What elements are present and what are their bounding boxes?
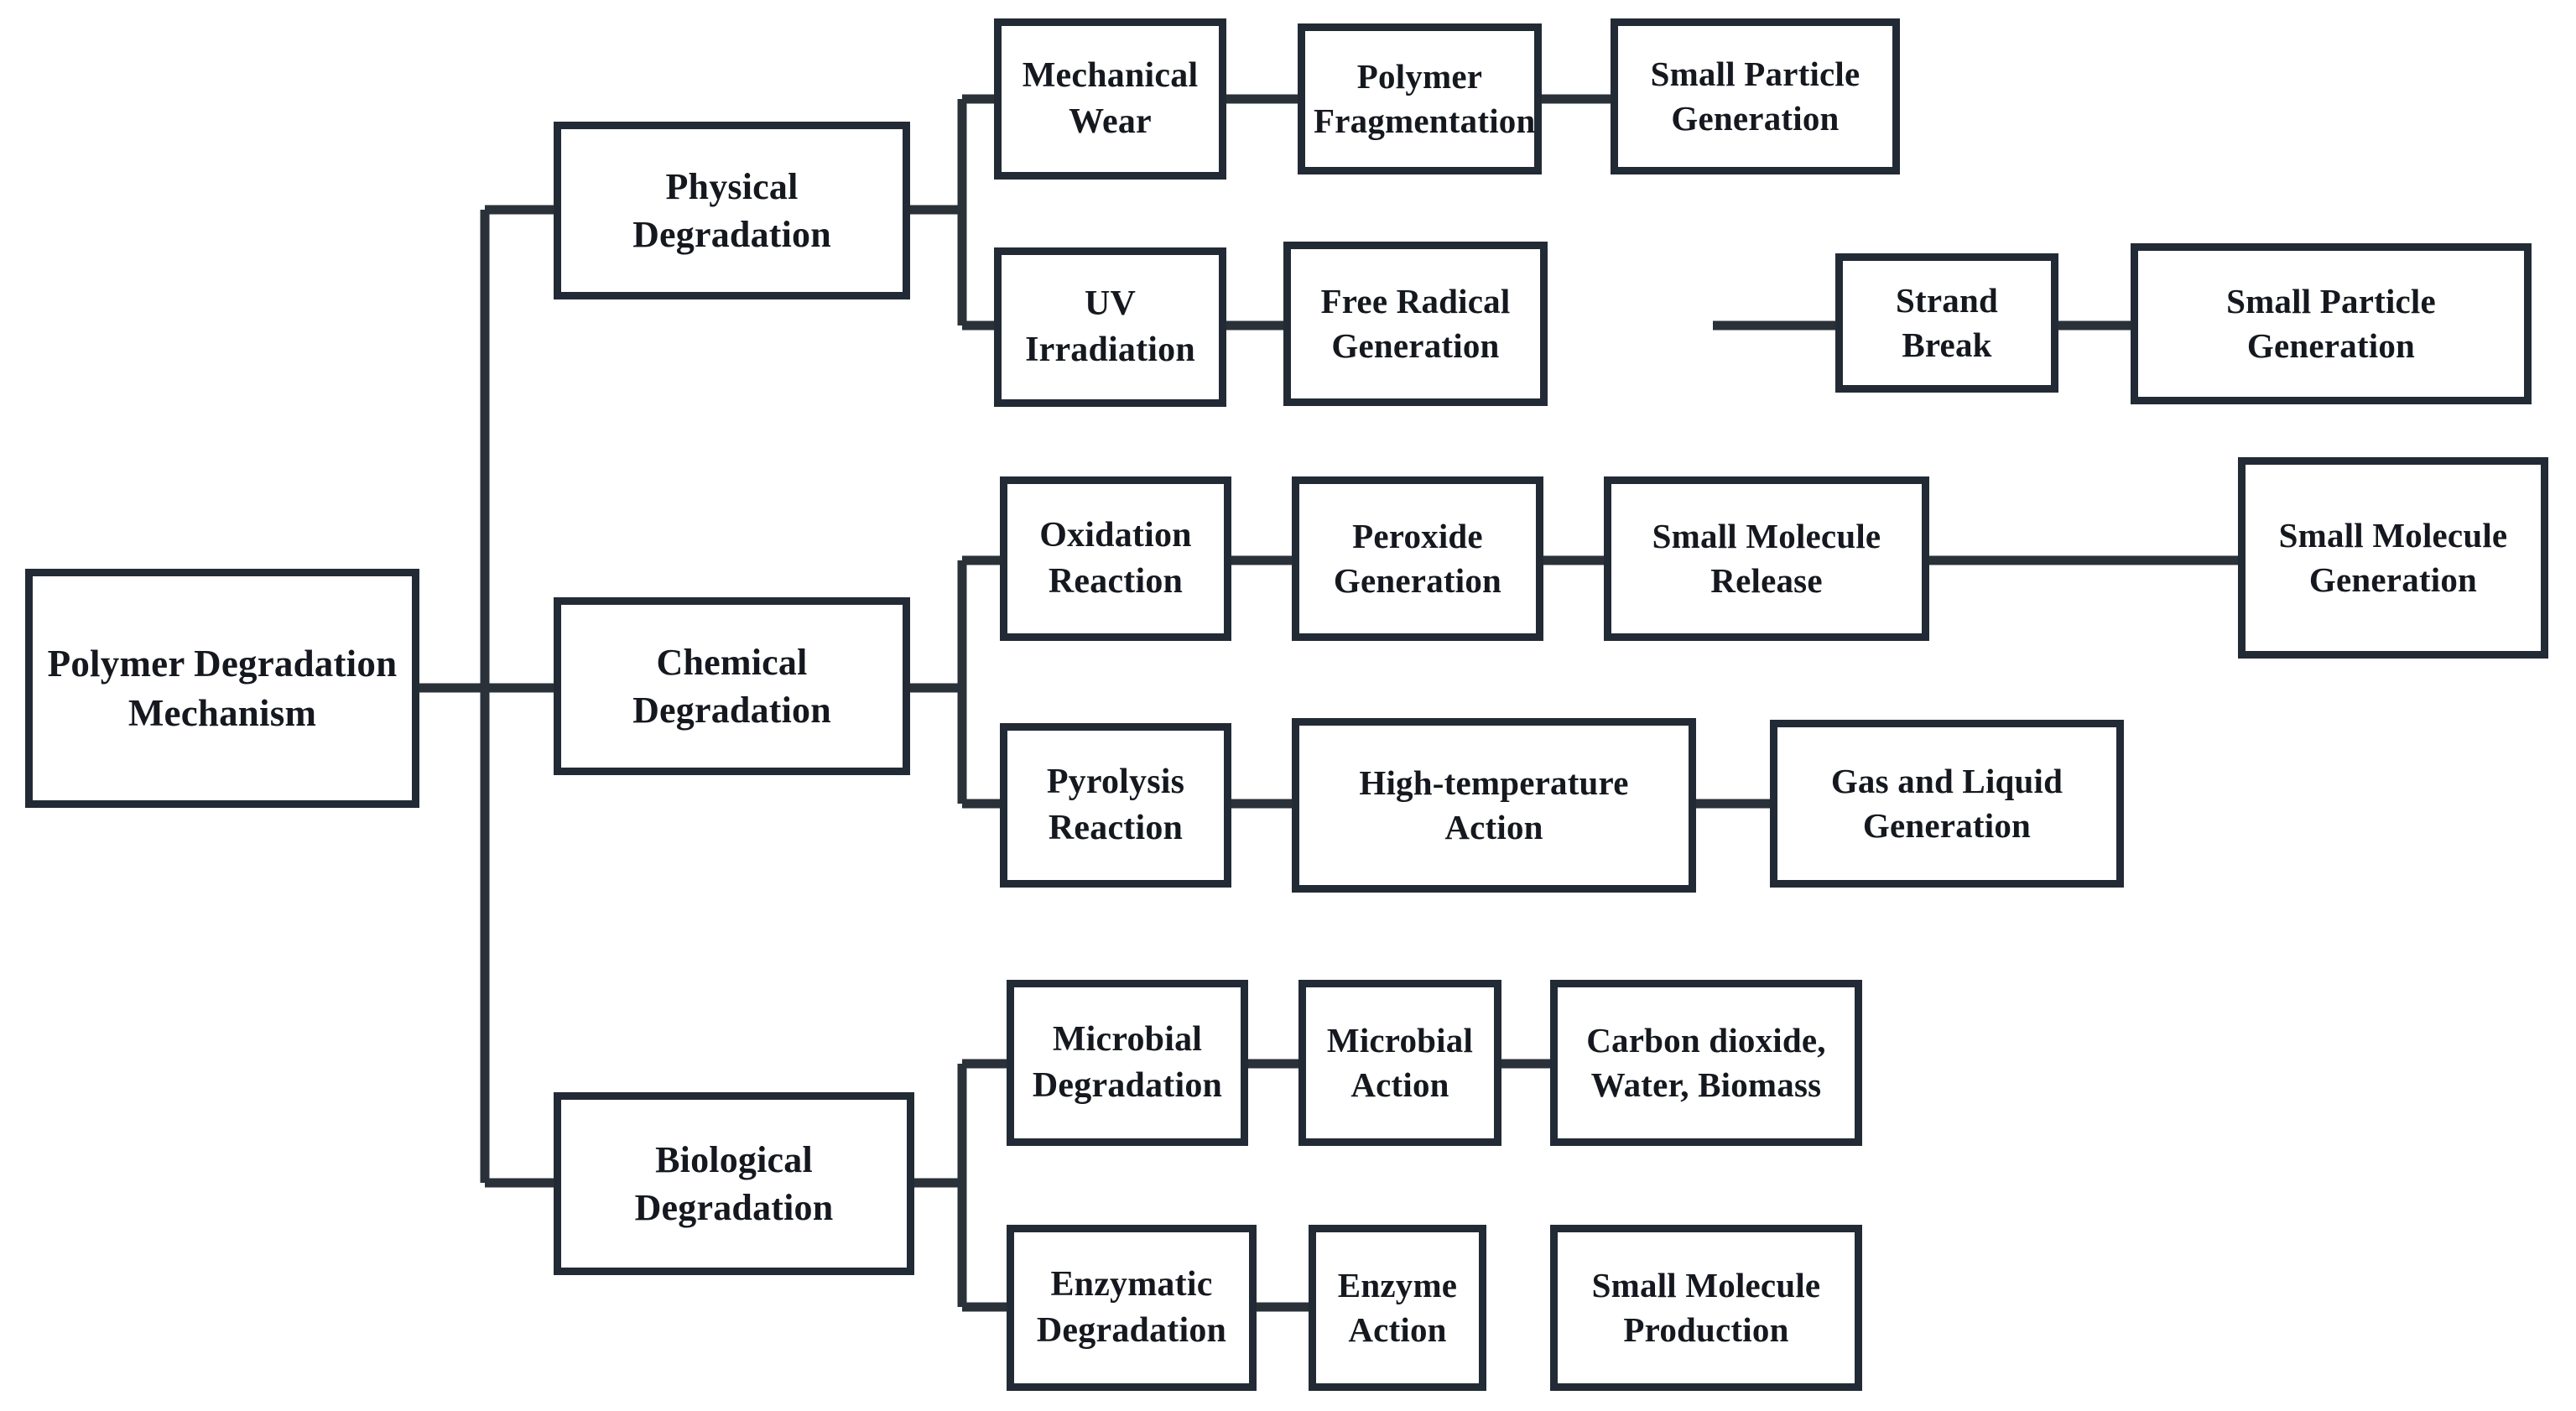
node-small-molecule-release-label: Small Molecule Release [1652, 516, 1881, 600]
node-small-particle-generation-1[interactable]: Small Particle Generation [1611, 18, 1900, 174]
node-uv-irradiation[interactable]: UV Irradiation [994, 247, 1226, 407]
node-oxidation-reaction-label: Oxidation Reaction [1039, 516, 1192, 601]
node-high-temperature-action[interactable]: High-temperature Action [1292, 718, 1696, 893]
node-small-molecule-release[interactable]: Small Molecule Release [1604, 476, 1929, 641]
node-peroxide-generation-label: Peroxide Generation [1333, 516, 1502, 600]
node-enzymatic-degradation[interactable]: Enzymatic Degradation [1007, 1225, 1257, 1391]
node-microbial-action-label: Microbial Action [1326, 1020, 1474, 1104]
node-peroxide-generation[interactable]: Peroxide Generation [1292, 476, 1543, 641]
node-microbial-degradation-label: Microbial Degradation [1032, 1020, 1223, 1105]
node-root[interactable]: Polymer Degradation Mechanism [25, 569, 419, 808]
node-chemical-degradation-label: Chemical Degradation [632, 641, 831, 731]
node-microbial-action[interactable]: Microbial Action [1298, 980, 1501, 1146]
node-small-molecule-generation[interactable]: Small Molecule Generation [2238, 457, 2548, 659]
node-uv-irradiation-label: UV Irradiation [1025, 284, 1195, 369]
node-free-radical-generation[interactable]: Free Radical Generation [1283, 242, 1548, 406]
node-enzyme-action[interactable]: Enzyme Action [1309, 1225, 1486, 1391]
node-enzyme-action-label: Enzyme Action [1337, 1265, 1458, 1349]
node-high-temperature-action-label: High-temperature Action [1359, 763, 1629, 846]
node-small-particle-generation-2-label: Small Particle Generation [2226, 281, 2436, 365]
node-polymer-fragmentation-label: Polymer Fragmentation [1314, 56, 1536, 140]
node-carbon-dioxide-water-biomass[interactable]: Carbon dioxide, Water, Biomass [1550, 980, 1862, 1146]
node-enzymatic-degradation-label: Enzymatic Degradation [1036, 1265, 1227, 1350]
node-microbial-degradation[interactable]: Microbial Degradation [1007, 980, 1248, 1146]
node-small-molecule-production-label: Small Molecule Production [1591, 1265, 1821, 1349]
node-gas-and-liquid-generation[interactable]: Gas and Liquid Generation [1770, 720, 2124, 888]
node-biological-degradation[interactable]: Biological Degradation [554, 1092, 914, 1275]
node-physical-degradation-label: Physical Degradation [632, 165, 831, 255]
node-mechanical-wear-label: Mechanical Wear [1022, 56, 1199, 141]
node-polymer-fragmentation[interactable]: Polymer Fragmentation [1298, 23, 1542, 174]
node-small-molecule-production[interactable]: Small Molecule Production [1550, 1225, 1862, 1391]
node-strand-break[interactable]: Strand Break [1835, 253, 2058, 393]
node-chemical-degradation[interactable]: Chemical Degradation [554, 597, 910, 775]
node-gas-and-liquid-generation-label: Gas and Liquid Generation [1830, 761, 2063, 845]
node-pyrolysis-reaction[interactable]: Pyrolysis Reaction [1000, 723, 1231, 888]
node-mechanical-wear[interactable]: Mechanical Wear [994, 18, 1226, 180]
node-carbon-dioxide-water-biomass-label: Carbon dioxide, Water, Biomass [1586, 1020, 1826, 1104]
node-small-molecule-generation-label: Small Molecule Generation [2278, 515, 2508, 599]
node-pyrolysis-reaction-label: Pyrolysis Reaction [1046, 763, 1185, 847]
node-physical-degradation[interactable]: Physical Degradation [554, 122, 910, 299]
node-small-particle-generation-1-label: Small Particle Generation [1650, 54, 1860, 138]
node-oxidation-reaction[interactable]: Oxidation Reaction [1000, 476, 1231, 641]
node-root-label: Polymer Degradation Mechanism [47, 643, 398, 734]
node-free-radical-generation-label: Free Radical Generation [1320, 281, 1511, 365]
node-strand-break-label: Strand Break [1896, 280, 1998, 364]
node-small-particle-generation-2[interactable]: Small Particle Generation [2131, 243, 2532, 404]
node-biological-degradation-label: Biological Degradation [634, 1138, 834, 1228]
